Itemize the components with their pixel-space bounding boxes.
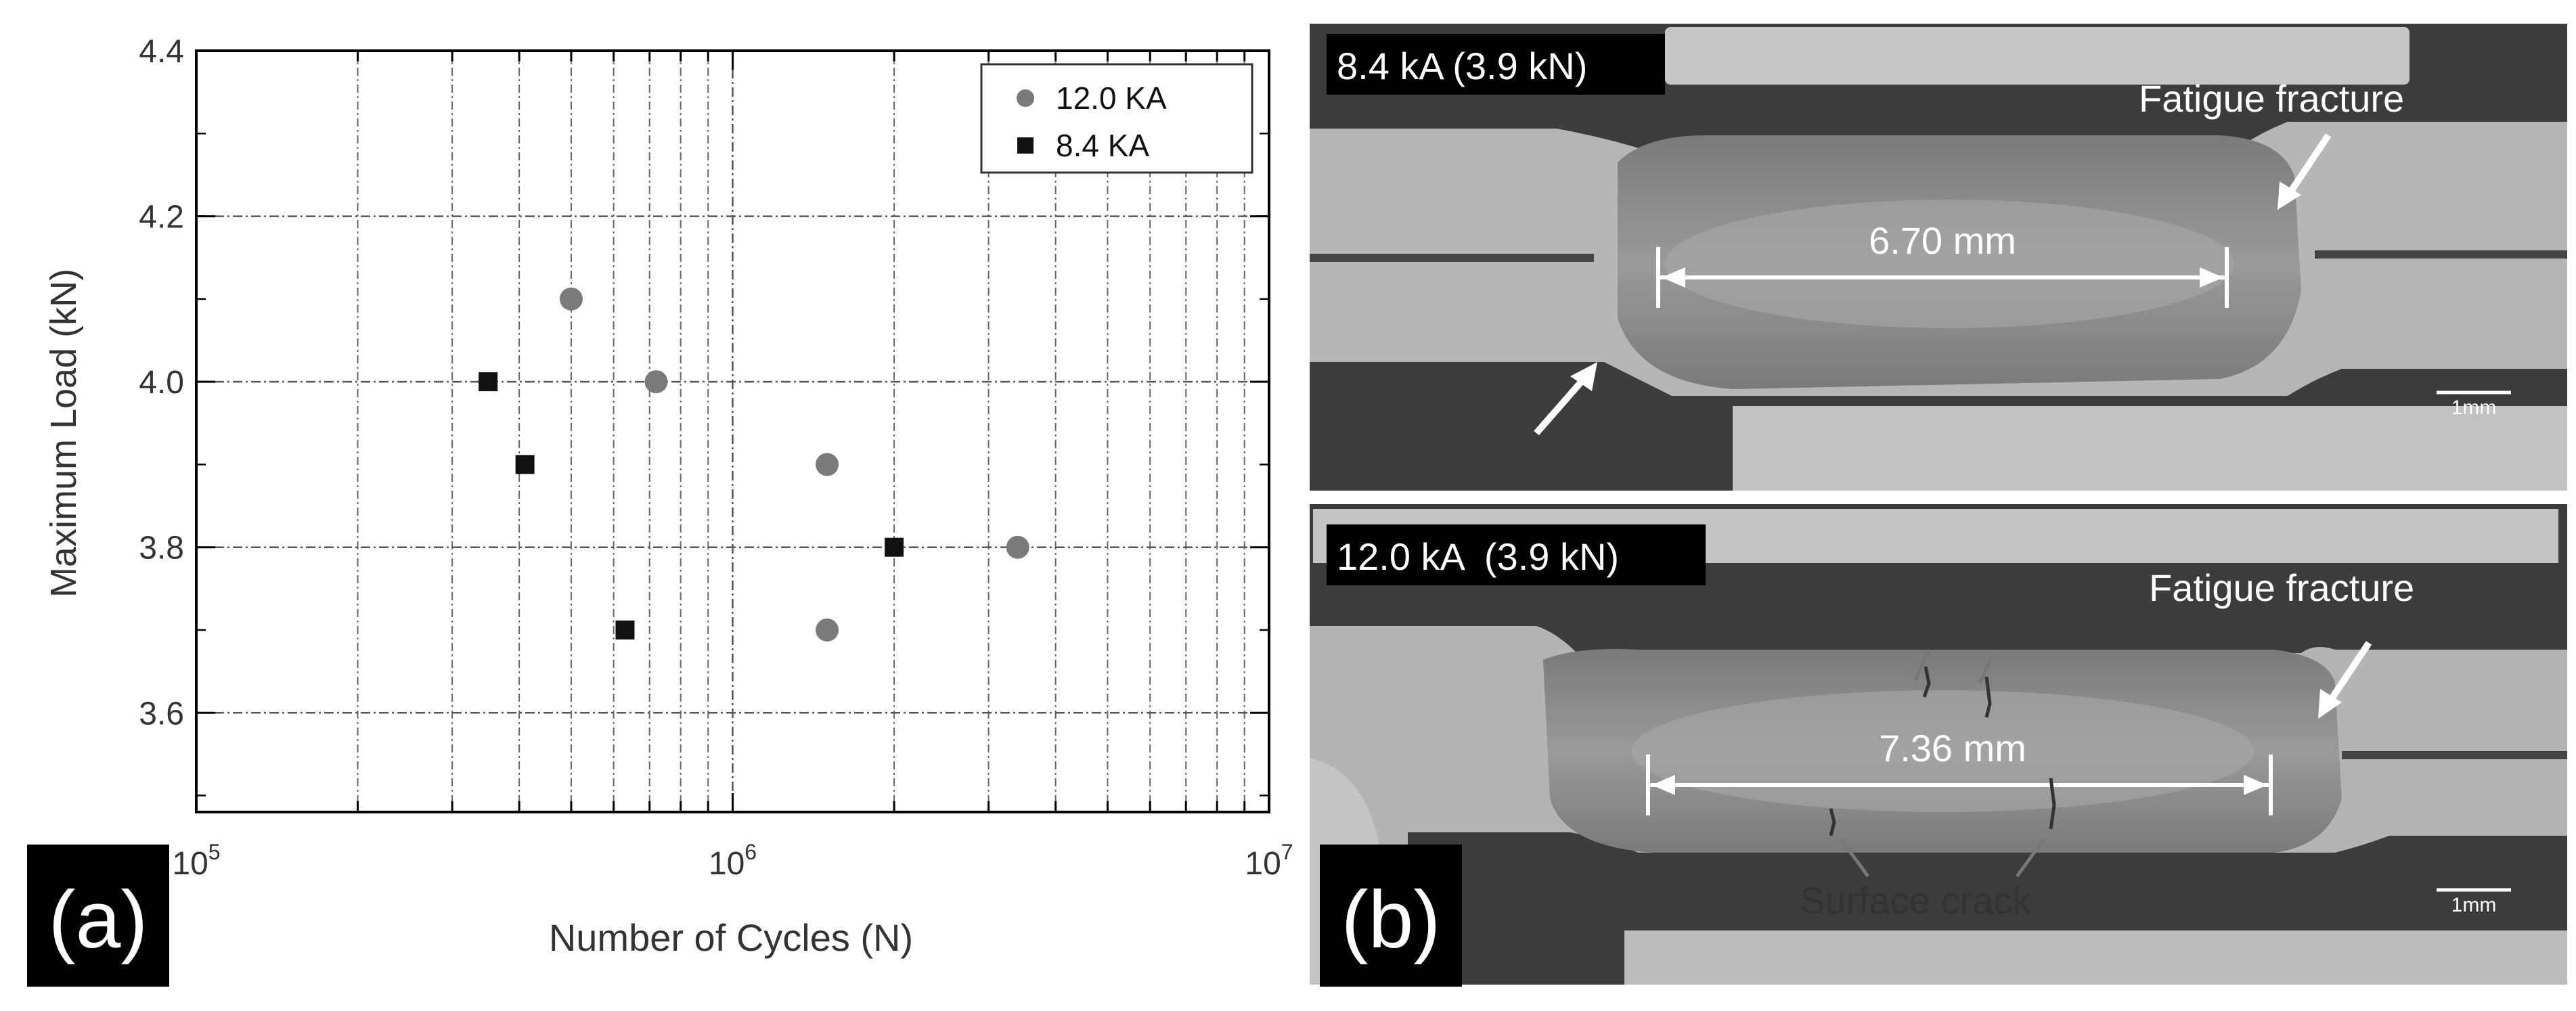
top-nugget-core [1665, 200, 2234, 328]
legend: 12.0 KA 8.4 KA [980, 63, 1253, 174]
y-tick-label: 4.4 [139, 34, 184, 70]
x-tick-labels: 105 106 107 [172, 840, 1293, 882]
bottom-right-gap [2342, 751, 2567, 759]
bottom-lower-plate [1624, 930, 2567, 985]
top-fracture-arrow-left [1534, 376, 1586, 436]
data-point-circle [559, 287, 583, 311]
x-tick-label: 105 [172, 840, 220, 882]
y-tick-label: 3.8 [139, 531, 184, 566]
data-point-circle [816, 618, 839, 642]
data-point-circle [644, 370, 668, 394]
y-tick-label: 4.2 [139, 200, 184, 235]
bottom-dimension-arrow-right [2244, 775, 2267, 795]
micrograph-panel: 8.4 kA (3.9 kN) Fatigue fracture 6.70 mm… [1310, 24, 2567, 987]
y-axis-label: Maximum Load (kN) [43, 269, 84, 598]
panel-label-b: (b) [1341, 874, 1441, 965]
bottom-fracture-arrow [2325, 641, 2372, 706]
top-right-gap [2315, 250, 2567, 259]
data-point-circle [816, 453, 839, 476]
y-tick-label: 3.6 [139, 696, 184, 732]
crack-pointer-lower-right [2015, 838, 2046, 878]
top-dimension-label: 6.70 mm [1869, 219, 2016, 262]
top-dimension-arrow-left [1662, 267, 1685, 288]
legend-label-12ka: 12.0 KA [1056, 81, 1167, 116]
top-upper-plate [1665, 27, 2410, 85]
top-scale-label: 1mm [2451, 397, 2497, 419]
axis-ticks [195, 49, 1269, 812]
x-tick-label: 107 [1245, 840, 1293, 882]
legend-marker-8-4ka [1017, 137, 1034, 154]
crack-pointer-upper-right [1978, 652, 1995, 685]
top-fracture-label: Fatigue fracture [2139, 77, 2404, 120]
bottom-fracture-arrowhead [2318, 689, 2342, 719]
top-dimension-arrow-right [2200, 267, 2223, 288]
data-point-square [615, 620, 635, 639]
bottom-fracture-label: Fatigue fracture [2149, 566, 2414, 609]
crack-lower-right [2049, 778, 2056, 830]
bottom-dimension-label: 7.36 mm [1879, 727, 2026, 769]
micrograph-bottom: 12.0 kA (3.9 kN) Fatigue fracture 7.36 m… [1310, 504, 2567, 985]
panel-label-a: (a) [49, 874, 148, 965]
crack-lower-left [1829, 808, 1836, 836]
data-point-circle [1006, 535, 1029, 559]
top-fracture-arrowhead-right [2278, 181, 2301, 210]
top-left-gap [1310, 254, 1594, 262]
crack-pointer-lower-left [1839, 838, 1870, 878]
data-point-square [885, 537, 904, 557]
legend-label-8-4ka: 8.4 KA [1056, 128, 1149, 163]
crack-upper-left [1922, 666, 1931, 698]
x-axis-label: Number of Cycles (N) [549, 916, 913, 959]
micrograph-top: 8.4 kA (3.9 kN) Fatigue fracture 6.70 mm… [1310, 24, 2567, 491]
top-fracture-arrowhead-left [1570, 362, 1597, 391]
top-fracture-arrow-right [2284, 133, 2332, 198]
bottom-label: 12.0 kA (3.9 kN) [1337, 535, 1619, 578]
data-points [479, 287, 1029, 642]
bottom-scale-label: 1mm [2451, 894, 2497, 916]
bottom-label-box [1327, 524, 1706, 585]
x-tick-label: 106 [709, 840, 757, 882]
crack-pointer-upper-left [1913, 648, 1931, 681]
data-point-square [515, 455, 535, 474]
bottom-dimension-arrow-left [1651, 775, 1675, 795]
y-tick-label: 4.0 [139, 365, 184, 401]
top-label: 8.4 kA (3.9 kN) [1337, 45, 1587, 87]
legend-box [980, 63, 1253, 174]
data-point-square [479, 372, 498, 392]
bottom-crack-label: Surface crack [1800, 879, 2032, 922]
bottom-nugget-core [1631, 690, 2254, 812]
panel-label-b-box [1320, 845, 1462, 987]
crack-upper-right [1984, 676, 1992, 718]
top-label-box [1327, 34, 1665, 95]
y-tick-labels: 3.6 3.8 4.0 4.2 4.4 [139, 34, 184, 732]
panel-label-a-box [27, 845, 169, 987]
legend-marker-12ka [1017, 89, 1034, 107]
top-lower-plate [1733, 406, 2567, 491]
chart-panel: 3.6 3.8 4.0 4.2 4.4 105 106 107 12.0 KA 8.4 KA… [27, 34, 1293, 987]
